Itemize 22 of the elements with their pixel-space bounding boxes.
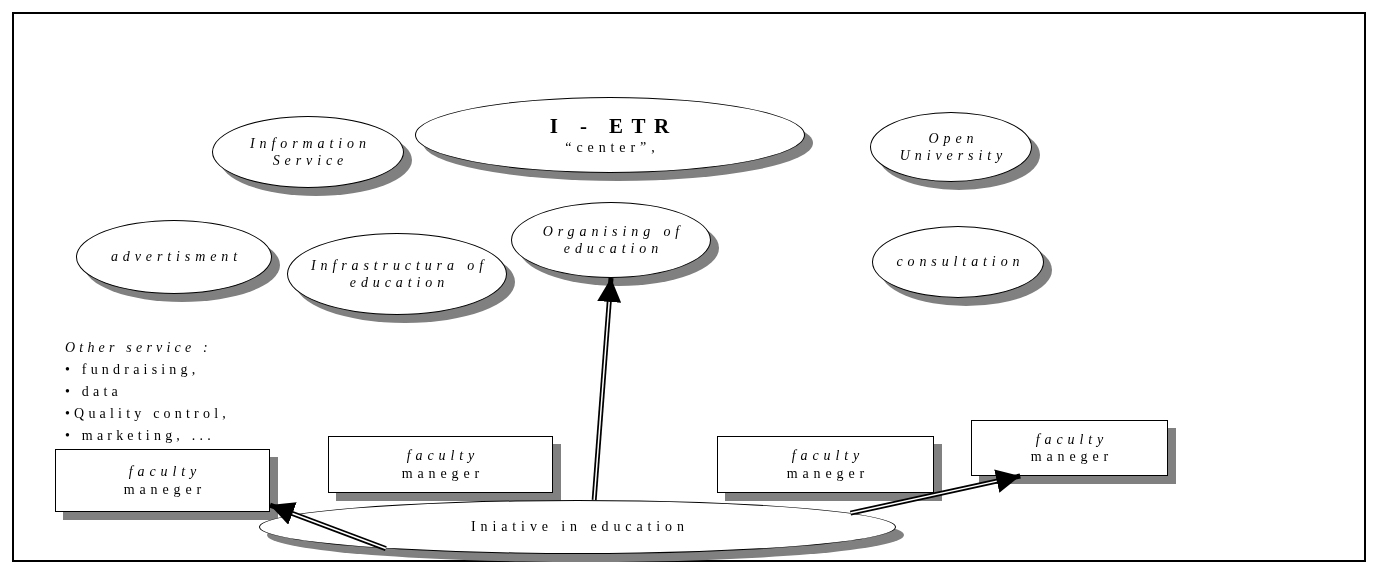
node-text: I - ETR <box>548 113 678 140</box>
list-heading: Other service : <box>65 340 212 356</box>
node-text: Open University <box>898 129 1009 165</box>
node-text: maneger <box>785 464 870 482</box>
node-text: Information Service <box>249 134 372 170</box>
list-item: • data <box>65 384 122 400</box>
list-item: •Quality control, <box>65 406 230 422</box>
node-text: maneger <box>400 464 485 482</box>
list-item: • fundraising, <box>65 362 200 378</box>
node-text: Infrastructura of education <box>309 256 489 292</box>
list-item: • marketing, ... <box>65 428 215 444</box>
node-text: faculty <box>1034 430 1109 448</box>
node-text: maneger <box>1029 448 1114 466</box>
node-text: faculty <box>127 463 202 481</box>
node-text: Iniative in education <box>469 518 689 536</box>
node-text: consultation <box>895 253 1025 271</box>
node-text: maneger <box>122 480 207 498</box>
node-text: faculty <box>405 447 480 465</box>
node-text: faculty <box>790 447 865 465</box>
node-text: “center”, <box>564 139 660 157</box>
node-text: advertisment <box>109 248 242 266</box>
node-text: Organising of education <box>541 222 686 258</box>
